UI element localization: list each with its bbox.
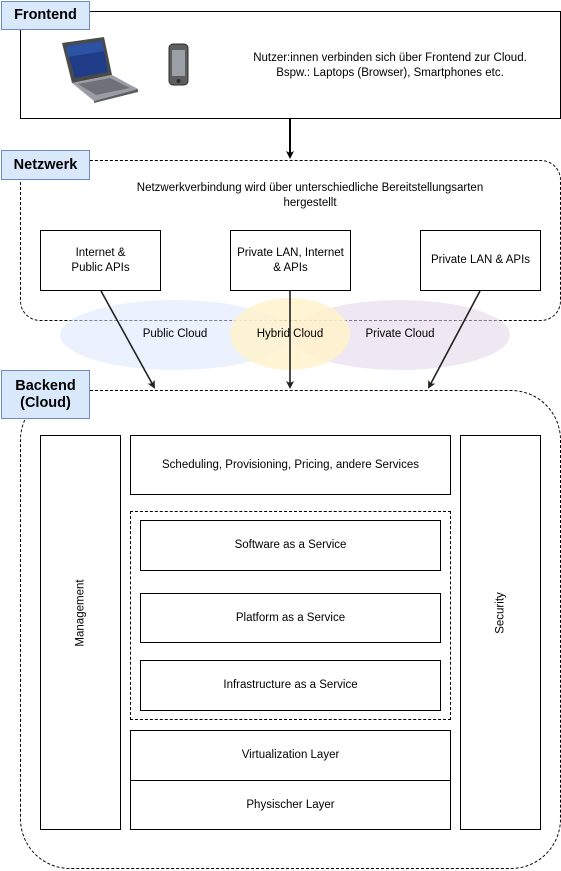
network-box-hybrid: Private LAN, Internet & APIs <box>230 230 351 291</box>
iaas-box: Infrastructure as a Service <box>140 660 441 711</box>
network-box-public-line1: Internet & <box>75 246 126 259</box>
network-box-hybrid-line2: & APIs <box>273 261 308 274</box>
backend-tag-line2: (Cloud) <box>20 394 71 411</box>
security-box <box>460 435 541 830</box>
network-description-line1: Netzwerkverbindung wird über unterschied… <box>136 182 484 194</box>
smartphone-icon <box>168 43 189 86</box>
hybrid-cloud-label: Hybrid Cloud <box>256 328 324 340</box>
frontend-tag: Frontend <box>1 1 90 30</box>
frontend-description-line1: Nutzer:innen verbinden sich über Fronten… <box>253 52 527 64</box>
paas-box: Platform as a Service <box>140 593 441 643</box>
frontend-description-line2: Bspw.: Laptops (Browser), Smartphones et… <box>276 67 504 79</box>
backend-tag-line1: Backend <box>15 377 76 394</box>
service-models-group <box>130 511 451 720</box>
network-box-public: Internet & Public APIs <box>40 230 161 291</box>
network-box-public-line2: Public APIs <box>71 261 130 274</box>
security-label: Security <box>494 592 507 634</box>
management-label: Management <box>74 579 87 647</box>
saas-box: Software as a Service <box>140 520 441 571</box>
backend-tag: Backend (Cloud) <box>1 370 90 419</box>
public-cloud-label: Public Cloud <box>142 328 208 340</box>
private-cloud-label: Private Cloud <box>365 328 435 340</box>
virtualization-box: Virtualization Layer <box>130 730 451 781</box>
laptop-icon <box>62 37 138 103</box>
management-box <box>40 435 121 830</box>
scheduling-box: Scheduling, Provisioning, Pricing, ander… <box>130 435 451 495</box>
physical-box: Physischer Layer <box>130 780 451 830</box>
network-box-hybrid-line1: Private LAN, Internet <box>237 246 344 259</box>
network-box-private: Private LAN & APIs <box>420 230 541 291</box>
network-tag: Netzwerk <box>1 150 90 180</box>
network-description-line2: hergestellt <box>283 197 337 209</box>
